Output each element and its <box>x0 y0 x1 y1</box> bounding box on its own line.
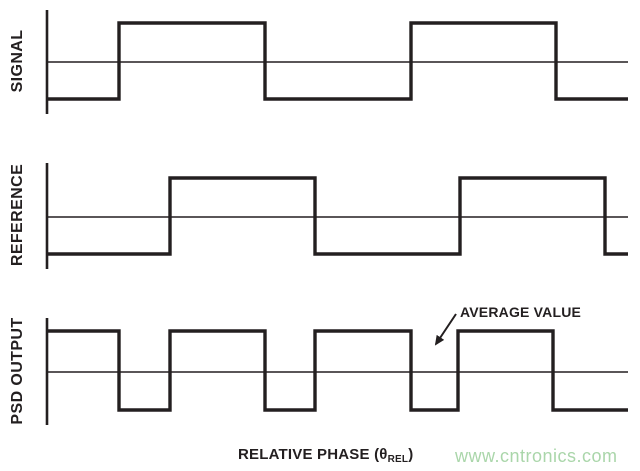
x-axis-label-subscript: REL <box>388 454 409 465</box>
waveform-path-0 <box>47 21 628 101</box>
average-value-arrow-icon <box>434 313 457 346</box>
waveform-path-2 <box>47 329 628 412</box>
average-value-label: AVERAGE VALUE <box>460 304 581 320</box>
reference-axis-label: REFERENCE <box>9 164 26 266</box>
psd-output-axis-label: PSD OUTPUT <box>9 317 26 424</box>
x-axis-label: RELATIVE PHASE (θREL) <box>238 446 413 465</box>
x-axis-label-main: RELATIVE PHASE (θ <box>238 446 388 463</box>
waveform-plots <box>45 10 628 425</box>
watermark-text: www.cntronics.com <box>454 446 618 466</box>
signal-axis-label: SIGNAL <box>9 30 26 93</box>
x-axis-label-close: ) <box>408 446 413 463</box>
waveform-path-1 <box>47 176 628 256</box>
